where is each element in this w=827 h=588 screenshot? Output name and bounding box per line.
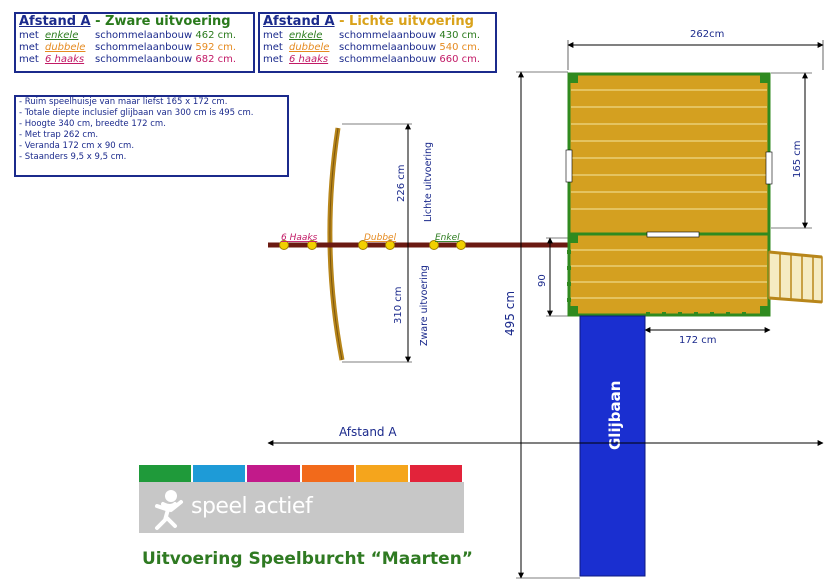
house-floor [567, 72, 771, 236]
heavy-row: met enkele schommelaanbouw 462 cm. [19, 30, 253, 42]
spec-line: - Ruim speelhuisje van maar liefst 165 x… [19, 97, 228, 107]
heavy-box-prefix: Afstand A [19, 14, 91, 29]
row-met: met [19, 54, 39, 65]
row-kind: dubbele [289, 42, 330, 53]
spec-line: - Hoogte 340 cm, breedte 172 cm. [19, 119, 166, 129]
light-box-prefix: Afstand A [263, 14, 335, 29]
heavy-box-dash: - [90, 14, 106, 29]
dim-172: 172 cm [679, 335, 717, 346]
row-value: 462 cm. [195, 30, 237, 41]
row-kind: 6 haaks [45, 54, 85, 65]
heavy-version-label: Zware uitvoering [419, 265, 430, 346]
logo-color-bar [193, 465, 246, 482]
row-value: 660 cm. [439, 54, 481, 65]
figure-icon [155, 490, 183, 530]
row-met: met [19, 42, 39, 53]
row-value: 540 cm. [439, 42, 481, 53]
heavy-rows: met enkele schommelaanbouw 462 cm. met dubbe… [16, 30, 253, 66]
dim-90: 90 [537, 274, 548, 287]
page-title: Uitvoering Speelburcht “Maarten” [142, 549, 473, 569]
swing-dubbel-label: Dubbel [364, 233, 397, 243]
veranda-floor [567, 232, 771, 317]
row-kind: dubbele [45, 42, 86, 53]
logo-text: speel actief [191, 494, 313, 519]
row-kind: 6 haaks [289, 54, 329, 65]
row-met: met [263, 30, 283, 41]
row-kind: enkele [45, 30, 79, 41]
spec-line: - Totale diepte inclusief glijbaan van 3… [19, 108, 254, 118]
spec-line: - Veranda 172 cm x 90 cm. [19, 141, 135, 151]
slide [579, 315, 646, 577]
afstand-a-label: Afstand A [339, 425, 397, 439]
logo-color-bar [355, 465, 408, 482]
light-box-title: Lichte uitvoering [349, 14, 474, 29]
row-met: met [19, 30, 39, 41]
row-label: schommelaanbouw [95, 54, 193, 65]
row-label: schommelaanbouw [339, 54, 437, 65]
swing-hooks [279, 240, 466, 250]
spec-line: - Met trap 262 cm. [19, 130, 99, 140]
logo-body: speel actief [139, 482, 464, 533]
dim-495: 495 cm [503, 291, 517, 336]
light-distance-box: Afstand A - Lichte uitvoering met enkele s… [258, 12, 497, 73]
logo-color-bar [247, 465, 300, 482]
row-label: schommelaanbouw [339, 42, 437, 53]
dim-165: 165 cm [792, 140, 803, 178]
heavy-row: met 6 haaks schommelaanbouw 682 cm. [19, 54, 253, 66]
light-rows: met enkele schommelaanbouw 430 cm. met dubbe… [260, 30, 495, 66]
row-met: met [263, 54, 283, 65]
slide-label: Glijbaan [606, 381, 624, 450]
dim-262: 262cm [690, 29, 724, 40]
light-box-dash: - [334, 14, 350, 29]
swing-enkel-label: Enkel [435, 233, 460, 243]
row-label: schommelaanbouw [95, 42, 193, 53]
row-value: 592 cm. [195, 42, 237, 53]
light-row: met 6 haaks schommelaanbouw 660 cm. [263, 54, 495, 66]
row-label: schommelaanbouw [95, 30, 193, 41]
logo-color-bar [409, 465, 463, 482]
specs-box: - Ruim speelhuisje van maar liefst 165 x… [14, 95, 289, 177]
logo-color-bars [139, 465, 464, 482]
row-kind: enkele [289, 30, 323, 41]
light-version-label: Lichte uitvoering [423, 142, 434, 222]
heavy-distance-box: Afstand A - Zware uitvoering met enkele sc… [14, 12, 255, 73]
logo-color-bar [139, 465, 192, 482]
dim-226: 226 cm [396, 164, 407, 202]
spec-line: - Staanders 9,5 x 9,5 cm. [19, 152, 127, 162]
row-label: schommelaanbouw [339, 30, 437, 41]
light-row: met dubbele schommelaanbouw 540 cm. [263, 42, 495, 54]
row-met: met [263, 42, 283, 53]
logo-color-bar [301, 465, 354, 482]
light-row: met enkele schommelaanbouw 430 cm. [263, 30, 495, 42]
speel-actief-logo: speel actief [139, 465, 464, 533]
swing-6-label: 6 Haaks [281, 233, 318, 243]
row-value: 430 cm. [439, 30, 481, 41]
row-value: 682 cm. [195, 54, 237, 65]
heavy-row: met dubbele schommelaanbouw 592 cm. [19, 42, 253, 54]
dim-310: 310 cm [393, 286, 404, 324]
heavy-box-title: Zware uitvoering [105, 14, 231, 29]
ladder [768, 250, 823, 304]
